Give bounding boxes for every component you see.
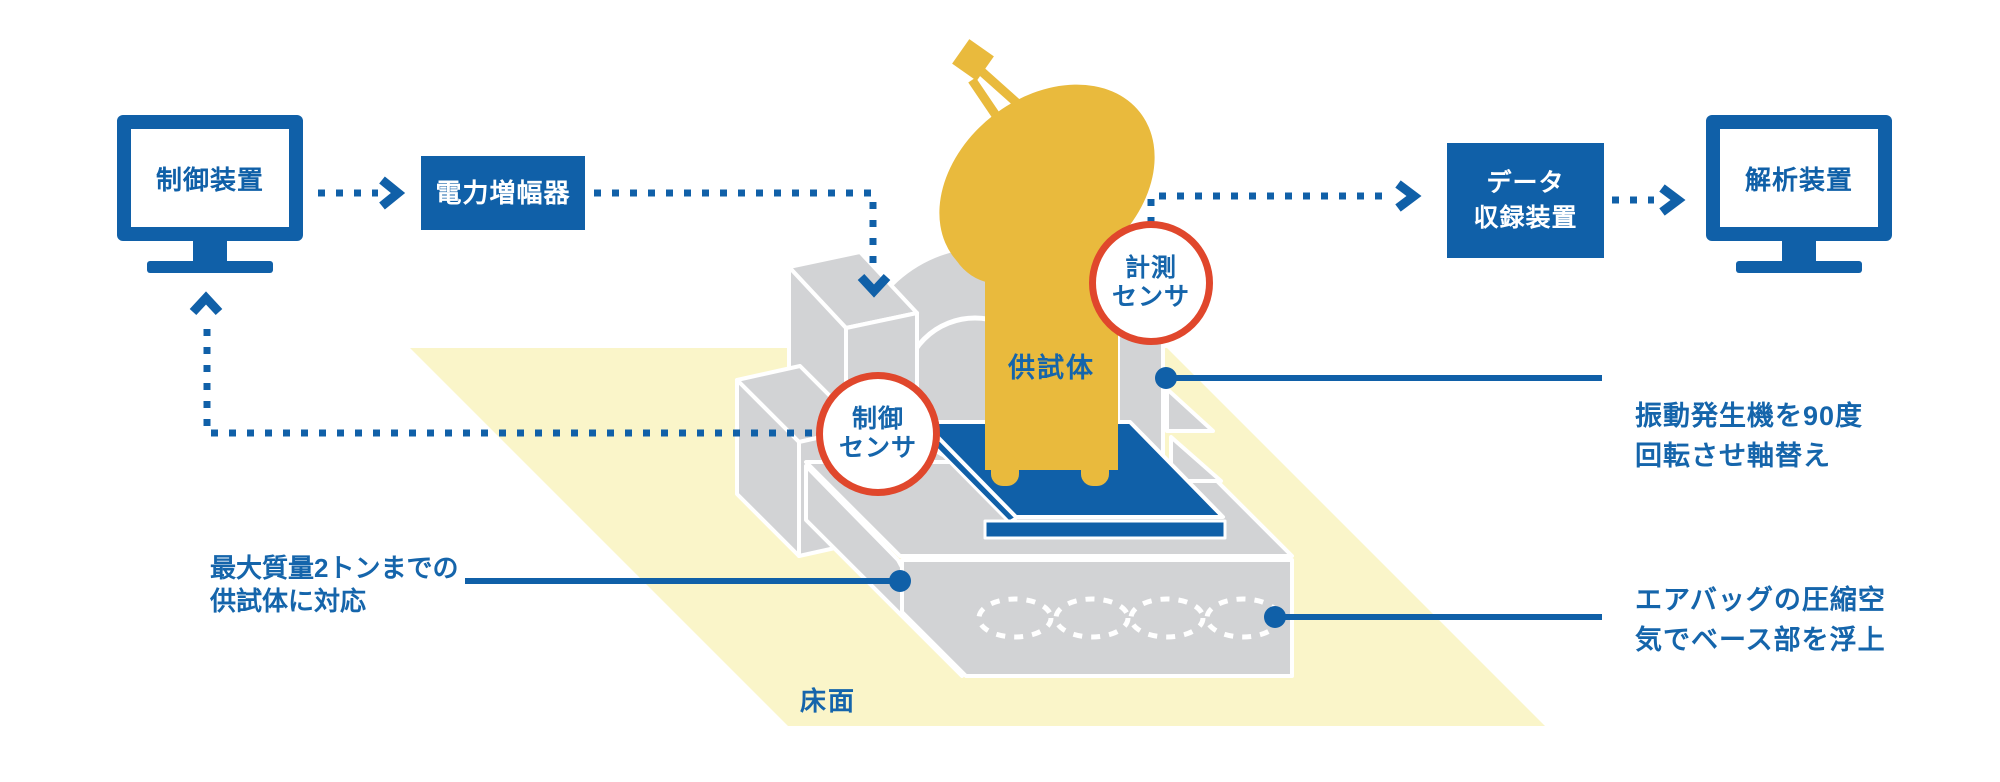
arrow-heads <box>189 176 1686 316</box>
signal-dashed-lines <box>203 189 1654 437</box>
data-recorder-label-line1: データ <box>1486 168 1565 197</box>
monitor-base <box>147 261 273 273</box>
line-control-sensor-feedback <box>203 318 812 437</box>
control-device-label: 制御装置 <box>131 129 289 227</box>
measurement-sensor-label-line2: センサ <box>1111 283 1190 311</box>
note-airbag: エアバッグの圧縮空 気でベース部を浮上 <box>1635 580 1886 660</box>
control-device-monitor: 制御装置 <box>117 115 303 273</box>
note-max-mass-line1: 最大質量2トンまでの <box>210 553 459 583</box>
monitor-base <box>1736 261 1862 273</box>
analysis-device-label: 解析装置 <box>1720 129 1878 227</box>
arrow-down-icon <box>857 273 891 298</box>
monitor-stand <box>193 239 227 262</box>
measurement-sensor-label-line1: 計測 <box>1124 253 1177 282</box>
data-recorder-label-line2: 収録装置 <box>1473 203 1578 232</box>
power-amplifier-label: 電力増幅器 <box>435 177 571 208</box>
note-axis-change: 振動発生機を90度 回転させ軸替え <box>1635 396 1863 476</box>
dish-reflector <box>939 84 1155 286</box>
line-amplifier-to-shaker <box>594 189 877 268</box>
monitor-stand <box>1782 239 1816 262</box>
specimen-foot <box>1081 455 1109 486</box>
note-axis-change-line1: 振動発生機を90度 <box>1635 401 1864 431</box>
note-max-mass: 最大質量2トンまでの 供試体に対応 <box>210 552 458 618</box>
specimen-satellite <box>939 39 1155 486</box>
specimen-foot <box>991 455 1019 486</box>
note-max-mass-line2: 供試体に対応 <box>210 586 367 616</box>
note-airbag-line2: 気でベース部を浮上 <box>1635 625 1886 655</box>
note-airbag-line1: エアバッグの圧縮空 <box>1635 585 1886 615</box>
data-recorder-box: データ 収録装置 <box>1447 143 1604 258</box>
monitor-icon: 制御装置 <box>117 115 303 241</box>
leader-lines <box>465 375 1602 620</box>
leader-dots <box>889 367 1286 628</box>
dish-feed-horn <box>952 39 994 81</box>
analysis-device-monitor: 解析装置 <box>1706 115 1892 273</box>
control-sensor-label-line2: センサ <box>838 434 917 462</box>
measurement-sensor-badge: 計測 センサ <box>1089 221 1213 345</box>
arrow-right-icon <box>379 176 406 210</box>
arrow-right-icon <box>1395 180 1422 212</box>
floor-label: 床面 <box>800 686 857 716</box>
arrow-right-icon <box>1659 184 1686 216</box>
control-sensor-label-line1: 制御 <box>851 404 904 433</box>
control-sensor-badge: 制御 センサ <box>816 372 940 496</box>
power-amplifier-box: 電力増幅器 <box>421 156 585 230</box>
arrow-up-icon <box>189 291 223 316</box>
note-axis-change-line2: 回転させ軸替え <box>1635 441 1831 471</box>
line-measurement-to-recorder <box>1147 192 1392 224</box>
specimen-label: 供試体 <box>1008 353 1095 383</box>
monitor-icon: 解析装置 <box>1706 115 1892 241</box>
